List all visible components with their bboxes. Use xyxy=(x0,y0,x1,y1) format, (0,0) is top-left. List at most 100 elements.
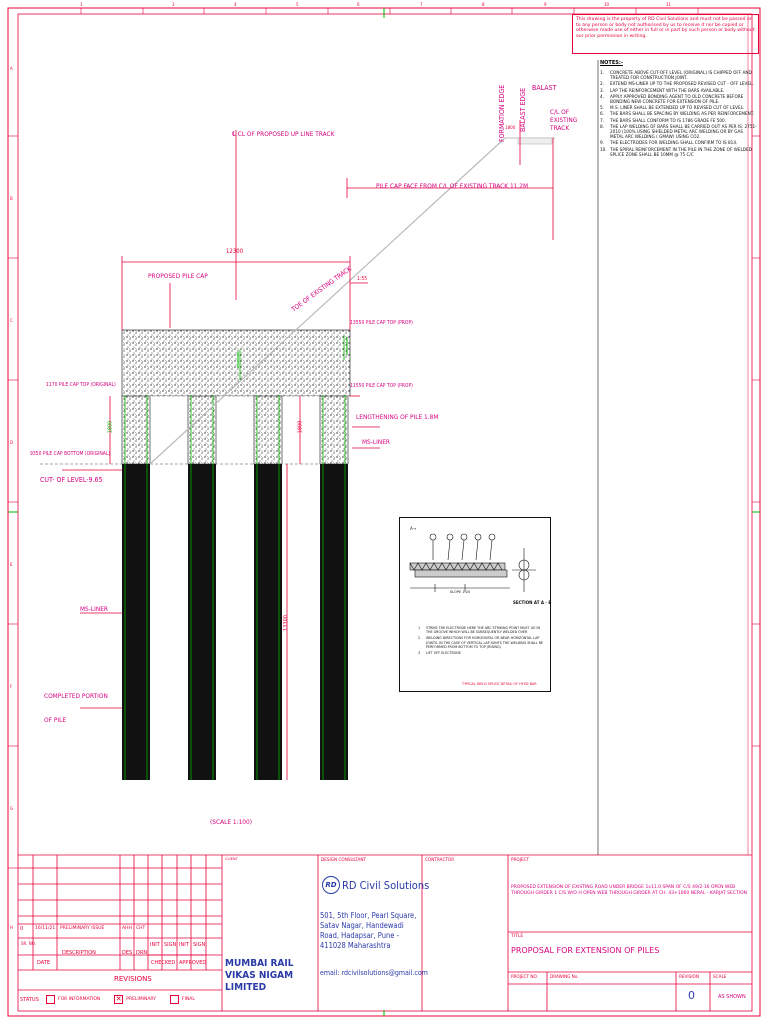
detail-step-text: LIFT OFF ELECTRODE xyxy=(426,651,461,656)
consultant-address: 501, 5th Floor, Pearl Square, Satav Naga… xyxy=(320,911,417,950)
note-text: EXTEND MS-LINER UP TO THE PROPOSED REVIS… xyxy=(610,81,754,87)
grid-col-label: 11 xyxy=(666,2,672,7)
note-item: 10.THE SPIRAL REINFORCEMENT IN THE PILE … xyxy=(600,147,758,157)
cl-existing-track-label: C/L OF EXISTING TRACK xyxy=(550,108,578,132)
detail-caption: TYPICAL WELD SPLICE DETAIL OF HYSD BAR xyxy=(462,682,537,686)
rev-desc: PRELIMINARY ISSUE xyxy=(60,926,105,931)
grid-col-label: 9 xyxy=(544,2,547,7)
note-number: 2. xyxy=(600,81,604,87)
grid-col-label: 8 xyxy=(482,2,485,7)
hdr-init1: INIT xyxy=(150,942,160,948)
note-text: APPLY APPROVED BONDING AGENT TO OLD CONC… xyxy=(610,93,744,104)
contractor-label: CONTRACTOR xyxy=(425,857,455,862)
grid-col-label: 7 xyxy=(420,2,423,7)
status-option-label: PRELIMINARY xyxy=(126,997,156,1002)
pile-cap-bottom-label: 9350 PILE CAP BOTTOM (ORIGINAL) xyxy=(30,451,111,457)
rev-no: 0 xyxy=(20,926,24,932)
hdr-sign1: SIGN xyxy=(164,942,177,948)
status-option-final[interactable]: FINAL xyxy=(170,995,195,1004)
ms-liner-right-label: MS-LINER xyxy=(362,438,390,446)
drawing-no-label: DRAWING No. xyxy=(550,974,579,979)
status-label: STATUS xyxy=(20,997,39,1003)
consultant-label: DESIGN CONSULTANT xyxy=(321,857,367,862)
checkbox-final[interactable] xyxy=(170,995,179,1004)
detail-step-number: 3 xyxy=(418,651,421,656)
scale-label-tb: SCALE xyxy=(713,974,727,979)
note-number: 1. xyxy=(600,70,604,75)
grid-col-label: 6 xyxy=(357,2,360,7)
title-label: TITLE xyxy=(511,934,524,939)
note-number: 4. xyxy=(600,93,604,99)
detail-step-number: 2 xyxy=(418,636,421,641)
proposed-pile-cap xyxy=(121,329,351,397)
consultant-logo: RD xyxy=(322,876,340,894)
grid-row-label: C xyxy=(10,318,13,323)
note-text: M.S. LINER SHALL BE EXTENDED UP TO REVIS… xyxy=(610,105,745,111)
rev-by: AHH xyxy=(122,926,132,931)
detail-step-text: STRIKE THE ELECTRODE HERE THE ARC STRIKI… xyxy=(426,626,540,635)
title-text: PROPOSAL FOR EXTENSION OF PILES xyxy=(511,946,660,955)
ms-liner-left-label: MS-LINER xyxy=(80,605,108,613)
revision-label: REVISION xyxy=(679,974,699,979)
project-text: PROPOSED EXTENSION OF EXISTING ROAD UNDE… xyxy=(511,885,747,896)
grid-row-label: A xyxy=(10,66,13,71)
status-option-label: FOR INFORMATION xyxy=(58,997,101,1002)
ballast-edge-label: BALAST EDGE xyxy=(519,87,527,132)
rev-chk: CHT xyxy=(136,926,146,931)
hdr-sign2: SIGN xyxy=(193,942,206,948)
balast-label: BALAST xyxy=(532,84,557,92)
detail-step-number: 1 xyxy=(418,626,421,630)
detail-step: 1 STRIKE THE ELECTRODE HERE THE ARC STRIK… xyxy=(418,626,544,634)
note-item: 3.LAP THE REINFORCEMENT WITH THE BARS AV… xyxy=(600,88,758,93)
grid-row-label: F xyxy=(10,684,13,689)
pile-cap-top-original-label: 1170 PILE CAP TOP (ORIGINAL) xyxy=(46,382,116,388)
note-number: 3. xyxy=(600,87,604,93)
grid-col-label: 1 xyxy=(80,2,83,7)
notes-title: NOTES:- xyxy=(600,60,623,66)
grid-col-label: 3 xyxy=(172,2,175,7)
cl-proposed-track-label: ℄ CL OF PROPOSED UP LINE TRACK xyxy=(232,130,335,138)
dim-13300: 13300 xyxy=(282,615,289,631)
hdr-date: DATE xyxy=(37,960,51,966)
revision-value: 0 xyxy=(688,989,695,1002)
note-item: 8.THE LAP WELDING OF BARS SHALL BE CARRI… xyxy=(600,124,758,139)
note-number: 7. xyxy=(600,117,604,123)
pile-heads xyxy=(121,395,349,465)
note-text: THE BARS SHALL BE SPACING BY WELDING AS … xyxy=(610,111,755,117)
note-item: 6.THE BARS SHALL BE SPACING BY WELDING A… xyxy=(600,111,758,116)
rev-date: 16/11/21 xyxy=(35,926,56,931)
grid-col-label: 5 xyxy=(296,2,299,7)
client-label: CLIENT xyxy=(225,857,238,861)
status-options: FOR INFORMATION ✕ PRELIMINARY FINAL xyxy=(46,995,195,1004)
hdr-chk: CHECKED xyxy=(151,960,176,966)
project-no-label: PROJECT NO. xyxy=(511,974,539,979)
formation-edge-label: FORMATION EDGE xyxy=(498,84,506,142)
grid-row-label: H xyxy=(10,925,14,930)
hdr-desc: DESCRIPTION xyxy=(62,950,96,956)
ownership-notice: This drawing is the property of RD Civil… xyxy=(572,14,759,54)
cl-proposed-track-text: CL OF PROPOSED UP LINE TRACK xyxy=(237,130,335,138)
scale-label: (SCALE 1:100) xyxy=(210,818,253,826)
pile-cap-face-label: PILE CAP FACE FROM C/L OF EXISTING TRACK… xyxy=(376,182,529,190)
detail-step-text: WELDING DIRECTIONS FOR HORIZONTAL OR NEA… xyxy=(426,636,544,649)
note-text: THE SPIRAL REINFORCEMENT IN THE PILE IN … xyxy=(610,146,752,157)
status-option-preliminary[interactable]: ✕ PRELIMINARY xyxy=(114,995,156,1004)
detail-step: 2 WELDING DIRECTIONS FOR HORIZONTAL OR NE… xyxy=(418,636,544,649)
grid-row-label: E xyxy=(10,562,13,567)
client-name: MUMBAI RAIL VIKAS NIGAM LIMITED xyxy=(225,958,294,993)
cut-off-level-label: CUT- OF LEVEL-9.65 xyxy=(40,476,103,484)
status-option-info[interactable]: FOR INFORMATION xyxy=(46,995,100,1004)
checkbox-info[interactable] xyxy=(46,995,55,1004)
note-text: THE ELECTRODES FOR WELDING SHALL CONFIRM… xyxy=(610,140,738,146)
of-pile-label: OF PILE xyxy=(44,716,67,724)
note-text: THE BARS SHALL CONFORM TO IS 1786 GRADE … xyxy=(610,117,727,123)
checkbox-preliminary[interactable]: ✕ xyxy=(114,995,124,1004)
note-item: 5.M.S. LINER SHALL BE EXTENDED UP TO REV… xyxy=(600,105,758,110)
detail-callout: A→ xyxy=(410,526,417,531)
note-text: THE LAP WELDING OF BARS SHALL BE CARRIED… xyxy=(610,124,757,140)
grid-row-label: B xyxy=(10,196,13,201)
hdr-no: SR. NO. xyxy=(21,941,36,946)
